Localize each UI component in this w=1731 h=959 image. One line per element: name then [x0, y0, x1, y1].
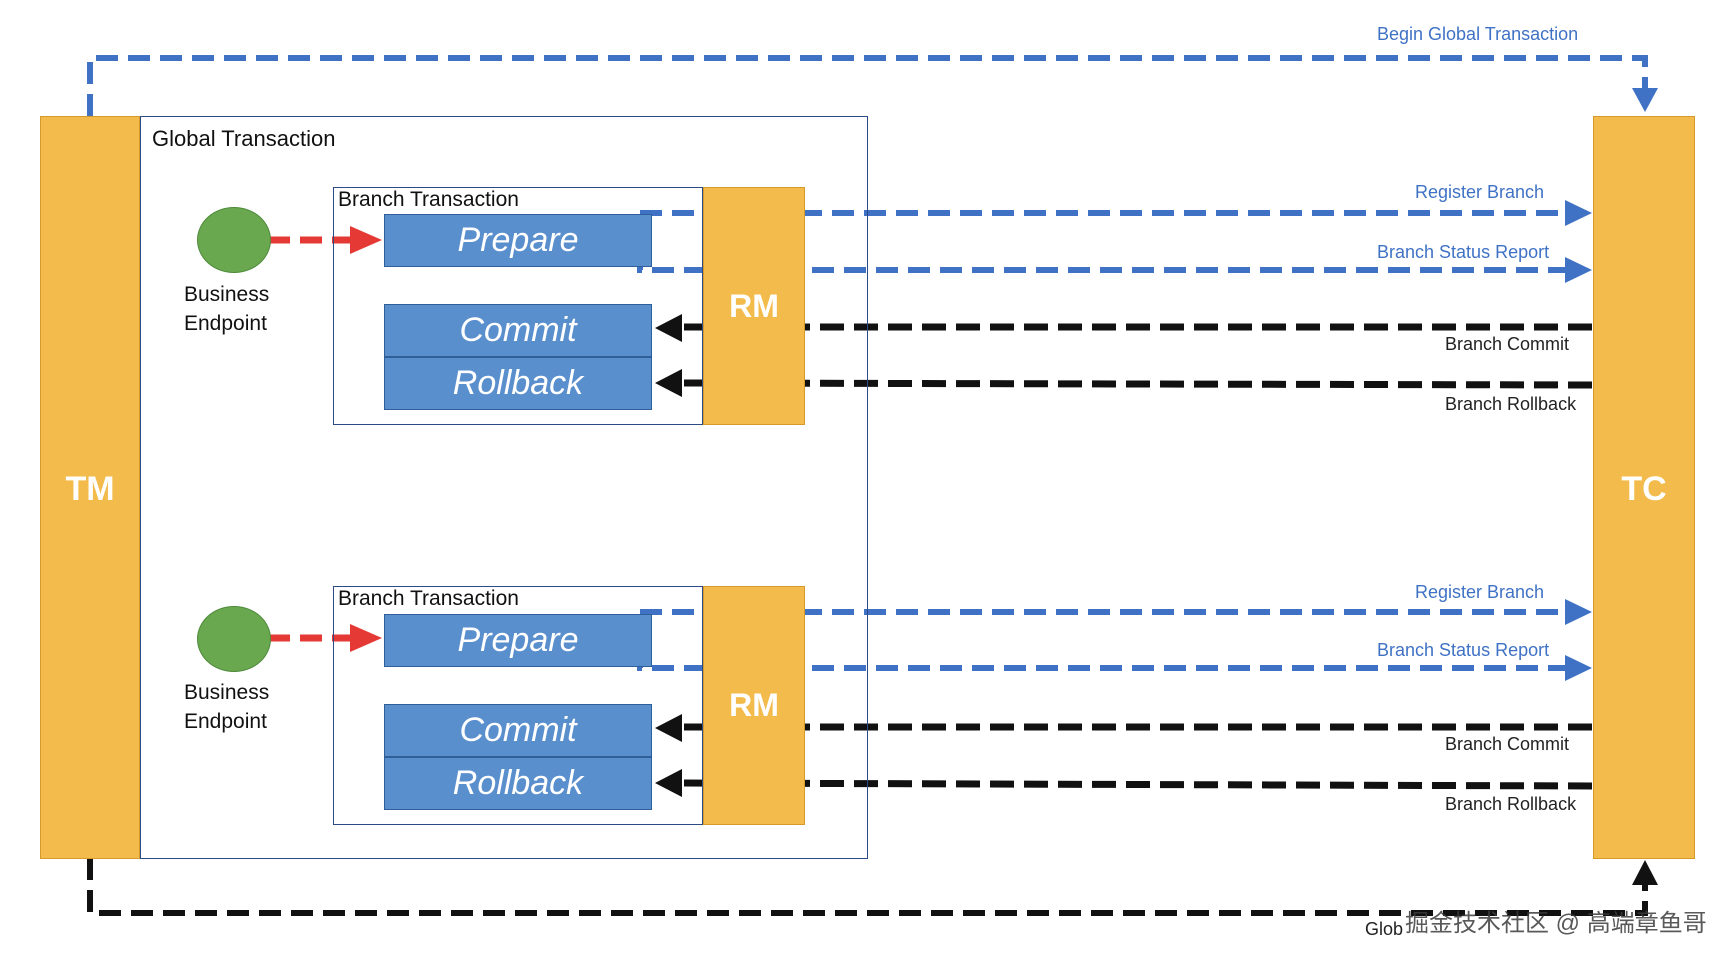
- prepare-box-1: Prepare: [384, 214, 652, 267]
- branch-status-report-arrowhead-1: [1565, 257, 1592, 283]
- tc-bar: TC: [1593, 116, 1695, 859]
- branch-commit-label-1: Branch Commit: [1445, 334, 1570, 354]
- prepare-box-2: Prepare: [384, 614, 652, 667]
- global-transaction-title: Global Transaction: [152, 126, 336, 151]
- branch-transaction-title-2: Branch Transaction: [338, 587, 519, 610]
- prepare-call-arrowhead-2: [350, 624, 382, 652]
- business-endpoint-line2-2: Endpoint: [184, 710, 267, 733]
- register-branch-label-2: Register Branch: [1415, 582, 1545, 602]
- global-transaction-frame: [140, 116, 868, 859]
- commit-box-2: Commit: [384, 704, 652, 757]
- business-endpoint-dot-2: [197, 606, 271, 672]
- branch-rollback-label-2: Branch Rollback: [1445, 794, 1577, 814]
- business-endpoint-line1-2: Business: [184, 681, 270, 704]
- business-endpoint-line2-1: Endpoint: [184, 312, 267, 335]
- branch-rollback-arrow-2: [681, 779, 1593, 790]
- branch-rollback-label-1: Branch Rollback: [1445, 394, 1577, 414]
- register-branch-arrowhead-1: [1565, 200, 1592, 226]
- branch-status-report-label-2: Branch Status Report: [1377, 640, 1550, 660]
- tm-label: TM: [65, 470, 115, 508]
- business-endpoint-dot-1: [197, 207, 271, 273]
- business-endpoint-line1-1: Business: [184, 283, 270, 306]
- branch-rollback-arrowhead-2: [655, 769, 682, 797]
- begin-global-transaction-arrow: [87, 55, 1648, 116]
- branch-commit-arrowhead-2: [655, 714, 682, 742]
- tm-bar: TM: [40, 116, 140, 859]
- rollback-box-2: Rollback: [384, 757, 652, 810]
- register-branch-arrowhead-2: [1565, 599, 1592, 625]
- global-commit-rollback-arrow: [87, 858, 1648, 916]
- rm-box-1: RM: [703, 187, 805, 425]
- branch-commit-arrowhead-1: [655, 314, 682, 342]
- begin-global-transaction-label: Begin Global Transaction: [1377, 24, 1579, 44]
- tc-label: TC: [1621, 470, 1667, 508]
- branch-rollback-arrowhead-1: [655, 369, 682, 397]
- global-commit-rollback-label: Glob: [1365, 919, 1404, 939]
- begin-global-transaction-arrowhead: [1632, 88, 1658, 112]
- register-branch-label-1: Register Branch: [1415, 182, 1545, 202]
- watermark-text: 掘金技术社区 @ 高端章鱼哥: [1405, 910, 1707, 937]
- branch-transaction-title-1: Branch Transaction: [338, 188, 519, 211]
- branch-status-report-label-1: Branch Status Report: [1377, 242, 1550, 262]
- prepare-call-arrowhead-1: [350, 226, 382, 254]
- branch-commit-label-2: Branch Commit: [1445, 734, 1570, 754]
- branch-transaction-frame-1: [333, 187, 703, 425]
- commit-box-1: Commit: [384, 304, 652, 357]
- global-commit-rollback-arrowhead: [1632, 860, 1658, 885]
- branch-rollback-arrow-1: [681, 379, 1593, 389]
- rollback-box-1: Rollback: [384, 357, 652, 410]
- branch-status-report-arrowhead-2: [1565, 655, 1592, 681]
- branch-transaction-frame-2: [333, 586, 703, 825]
- rm-box-2: RM: [703, 586, 805, 825]
